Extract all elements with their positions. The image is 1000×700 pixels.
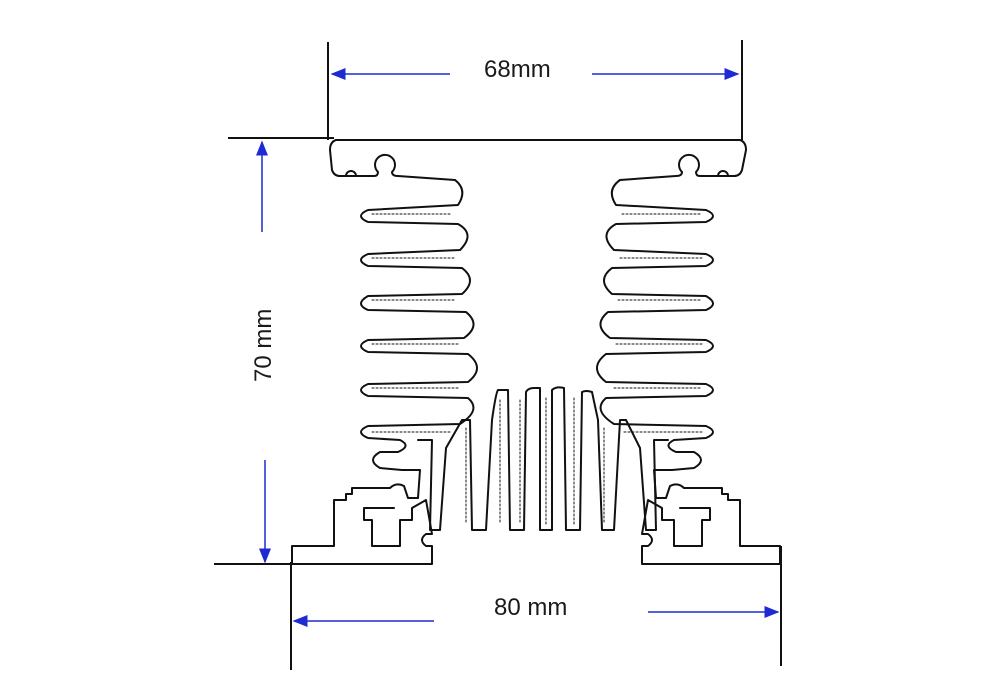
top-width-label: 68mm — [484, 56, 551, 83]
base-left — [291, 469, 433, 565]
heatsink-profile — [291, 139, 781, 565]
bottom-width-label: 80 mm — [494, 594, 568, 621]
top-plate-slot-right — [717, 170, 729, 177]
fins-right-serration — [613, 213, 703, 433]
extension-lines — [214, 40, 782, 670]
fins-left-serration — [371, 213, 461, 433]
top-plate — [329, 139, 747, 181]
center-fins-serration — [465, 397, 605, 525]
top-plate-slot-left — [345, 170, 357, 177]
dimension-arrows — [256, 68, 780, 627]
fins-left — [360, 179, 478, 471]
height-label: 70 mm — [250, 308, 277, 382]
center-fins — [417, 386, 669, 531]
base-right — [641, 469, 781, 565]
fins-right — [596, 179, 714, 471]
